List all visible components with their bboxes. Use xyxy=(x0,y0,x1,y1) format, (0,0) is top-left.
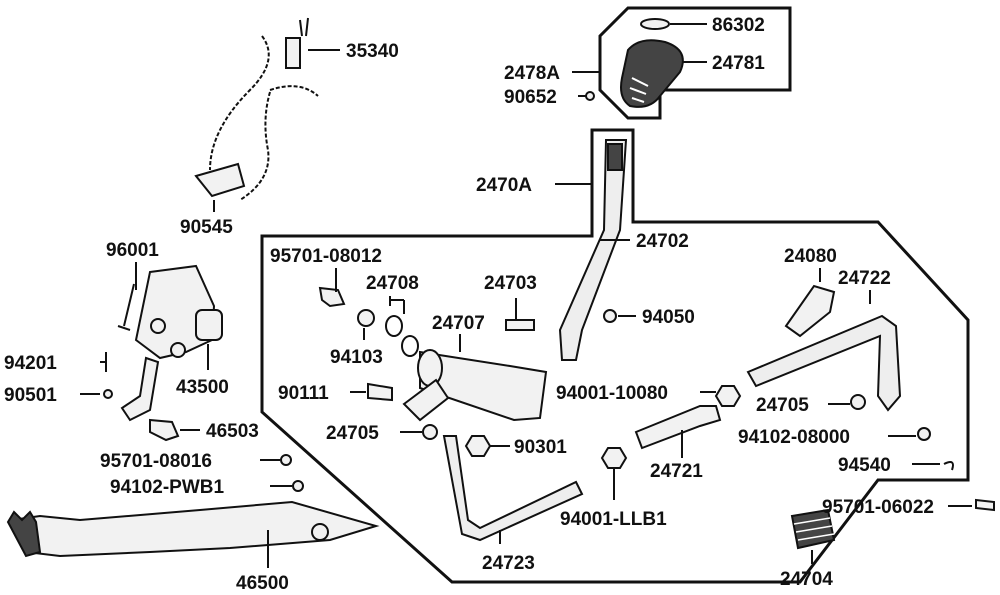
part-label-43500: 43500 xyxy=(176,377,229,398)
cylinder-43500-port-a xyxy=(150,318,166,334)
collar-24705-a-shape xyxy=(850,394,866,410)
nut-94001-LLB1-shape xyxy=(600,447,628,469)
bracket-24080-shape xyxy=(784,284,836,338)
washer-94050-shape xyxy=(603,309,617,323)
part-label-2478A: 2478A xyxy=(504,63,560,84)
nut-94001-10080-shape xyxy=(714,385,742,407)
part-label-46503: 46503 xyxy=(206,421,259,442)
cylinder-43500-body xyxy=(195,309,223,341)
part-label-96001: 96001 xyxy=(106,240,159,261)
spring-24704-coils xyxy=(793,517,835,541)
part-label-95701-08012: 95701-08012 xyxy=(270,246,382,267)
pedal-46500-shape xyxy=(10,500,380,558)
part-label-90501: 90501 xyxy=(4,385,57,406)
washer-90501-shape xyxy=(103,389,113,399)
cylinder-43500-rod xyxy=(120,356,160,422)
part-label-24781: 24781 xyxy=(712,53,765,74)
part-label-24703: 24703 xyxy=(484,273,537,294)
part-label-24702: 24702 xyxy=(636,231,689,252)
lever-24702-top xyxy=(607,143,623,171)
pedal-46500-foot xyxy=(6,510,42,558)
shaft-24707-end xyxy=(417,349,443,387)
clip-94540-shape xyxy=(943,461,954,471)
part-label-95701-06022: 95701-06022 xyxy=(822,497,934,518)
part-label-95701-08016: 95701-08016 xyxy=(100,451,212,472)
knob-group-frame xyxy=(598,6,792,120)
lever-24702-shape xyxy=(558,139,628,361)
part-label-24722: 24722 xyxy=(838,268,891,289)
part-label-94102-PWB1: 94102-PWB1 xyxy=(110,477,224,498)
cylinder-43500-port-b xyxy=(170,342,186,358)
shaft-24707-arm xyxy=(402,378,450,422)
part-label-94103: 94103 xyxy=(330,347,383,368)
bolt-95701-08016-shape xyxy=(280,454,292,466)
part-label-24080: 24080 xyxy=(784,246,837,267)
part-label-90111: 90111 xyxy=(278,383,329,404)
part-label-35340: 35340 xyxy=(346,41,399,62)
part-label-94050: 94050 xyxy=(642,307,695,328)
assembly-group-frame xyxy=(260,128,970,584)
part-label-24705-right: 24705 xyxy=(756,395,809,416)
pin-24703-shape xyxy=(505,319,535,331)
knob-24781-shape xyxy=(620,39,684,108)
part-label-86302: 86302 xyxy=(712,15,765,36)
collar-24705-b-shape xyxy=(422,424,438,440)
knob-24781-grip xyxy=(629,77,649,103)
rod-24723-shape xyxy=(442,435,584,542)
part-label-2470A: 2470A xyxy=(476,175,532,196)
adjuster-24721-shape xyxy=(634,405,722,450)
pin-90652-shape xyxy=(585,91,595,101)
part-label-24705-left: 24705 xyxy=(326,423,379,444)
washer-94103-shape xyxy=(357,309,375,327)
part-label-24708: 24708 xyxy=(366,273,419,294)
washer-94102-PWB1-shape xyxy=(292,480,304,492)
nut-90301-shape xyxy=(464,435,492,457)
part-label-94201: 94201 xyxy=(4,353,57,374)
oring-24708-a-shape xyxy=(385,315,403,337)
part-label-46500: 46500 xyxy=(236,573,289,594)
rod-24722-shape xyxy=(746,314,902,412)
switch-35340-wire xyxy=(299,17,309,37)
decal-86302-shape xyxy=(640,18,670,30)
shaft-24707-shape xyxy=(419,350,548,422)
part-label-24704: 24704 xyxy=(780,569,833,590)
part-label-94540: 94540 xyxy=(838,455,891,476)
pedal-46500-pivot xyxy=(311,523,329,541)
harness-wire xyxy=(209,35,319,201)
part-labels: 86302 24781 2478A 90652 35340 2470A 9054… xyxy=(4,15,934,594)
part-label-24707: 24707 xyxy=(432,313,485,334)
leader-lines xyxy=(80,23,972,568)
part-label-90545: 90545 xyxy=(180,217,233,238)
part-label-24723: 24723 xyxy=(482,553,535,574)
washer-94102-08000-shape xyxy=(917,427,931,441)
bolt-96001-shape xyxy=(117,283,135,331)
clip-46503-shape xyxy=(149,418,180,442)
part-label-94102-08000: 94102-08000 xyxy=(738,427,850,448)
part-label-90652: 90652 xyxy=(504,87,557,108)
bolt-90111-shape xyxy=(367,382,393,402)
bolt-95701-08012-shape xyxy=(318,286,346,308)
part-label-90301: 90301 xyxy=(514,437,567,458)
part-label-94001-10080: 94001-10080 xyxy=(556,383,668,404)
part-label-94001-LLB1: 94001-LLB1 xyxy=(560,509,667,530)
part-label-24721: 24721 xyxy=(650,461,703,482)
switch-35340-shape xyxy=(285,37,301,69)
oring-24708-b-shape xyxy=(401,335,419,357)
cylinder-43500-shape xyxy=(134,264,216,360)
bolt-95701-06022-shape xyxy=(975,498,995,512)
clamp-90545-shape xyxy=(194,162,246,198)
